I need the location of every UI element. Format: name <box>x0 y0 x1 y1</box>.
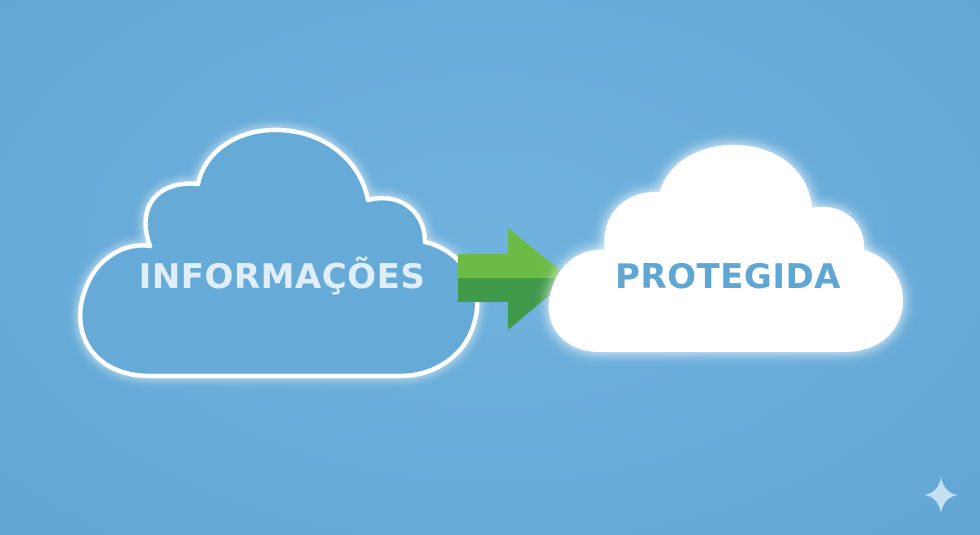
target-cloud-shape <box>548 144 904 352</box>
sparkle-icon <box>924 477 958 513</box>
arrow-upper-half <box>458 228 570 278</box>
target-cloud-label: PROTEGIDA <box>615 257 841 297</box>
source-cloud-outline <box>78 127 480 379</box>
source-cloud: INFORMAÇÕES <box>78 127 480 379</box>
flow-arrow <box>458 228 570 330</box>
arrow-lower-half <box>458 278 570 330</box>
target-cloud: PROTEGIDA <box>548 144 904 352</box>
source-cloud-label: INFORMAÇÕES <box>139 256 426 297</box>
